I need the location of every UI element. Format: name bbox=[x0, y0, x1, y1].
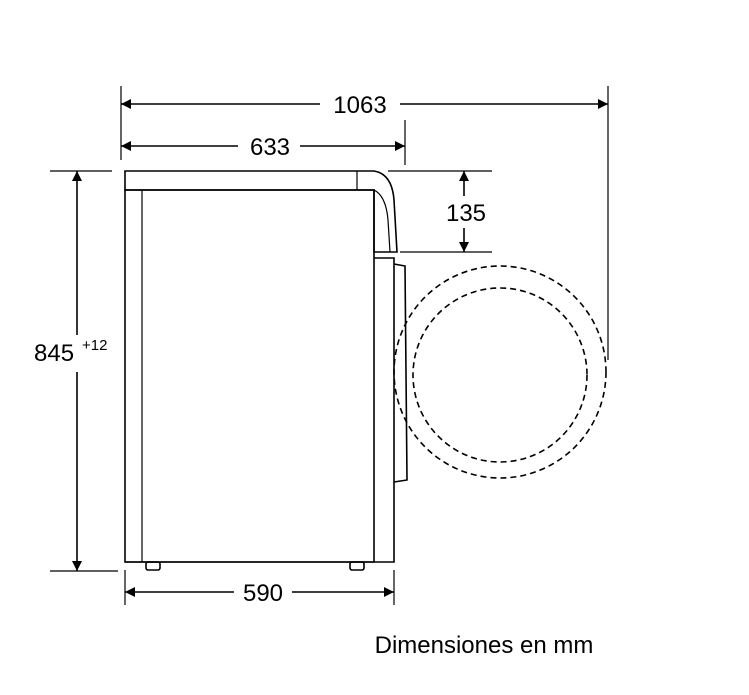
dim-height: 845 +12 bbox=[34, 170, 118, 572]
foot-front bbox=[349, 561, 365, 571]
front-panel bbox=[374, 257, 395, 563]
door-outer-circle bbox=[393, 265, 607, 479]
dim-door-offset: 135 bbox=[388, 170, 492, 253]
door-inner-circle bbox=[412, 287, 588, 463]
dim-label-1063: 1063 bbox=[333, 92, 386, 119]
dim-label-590: 590 bbox=[243, 580, 283, 607]
washer-body bbox=[124, 170, 408, 571]
door-hinge-frame bbox=[393, 263, 408, 483]
door-swing bbox=[393, 265, 607, 479]
foot-rear bbox=[145, 561, 161, 571]
dim-label-tolerance: +12 bbox=[82, 337, 107, 354]
worktop bbox=[124, 170, 398, 253]
dim-label-135: 135 bbox=[446, 200, 486, 227]
cabinet bbox=[124, 189, 375, 563]
caption: Dimensiones en mm bbox=[375, 632, 594, 659]
dim-label-845: 845 bbox=[34, 340, 74, 367]
dim-label-633: 633 bbox=[250, 134, 290, 161]
dim-depth: 633 bbox=[121, 120, 406, 165]
dim-total-depth: 1063 bbox=[120, 86, 609, 360]
dim-base-depth: 590 bbox=[124, 570, 395, 607]
